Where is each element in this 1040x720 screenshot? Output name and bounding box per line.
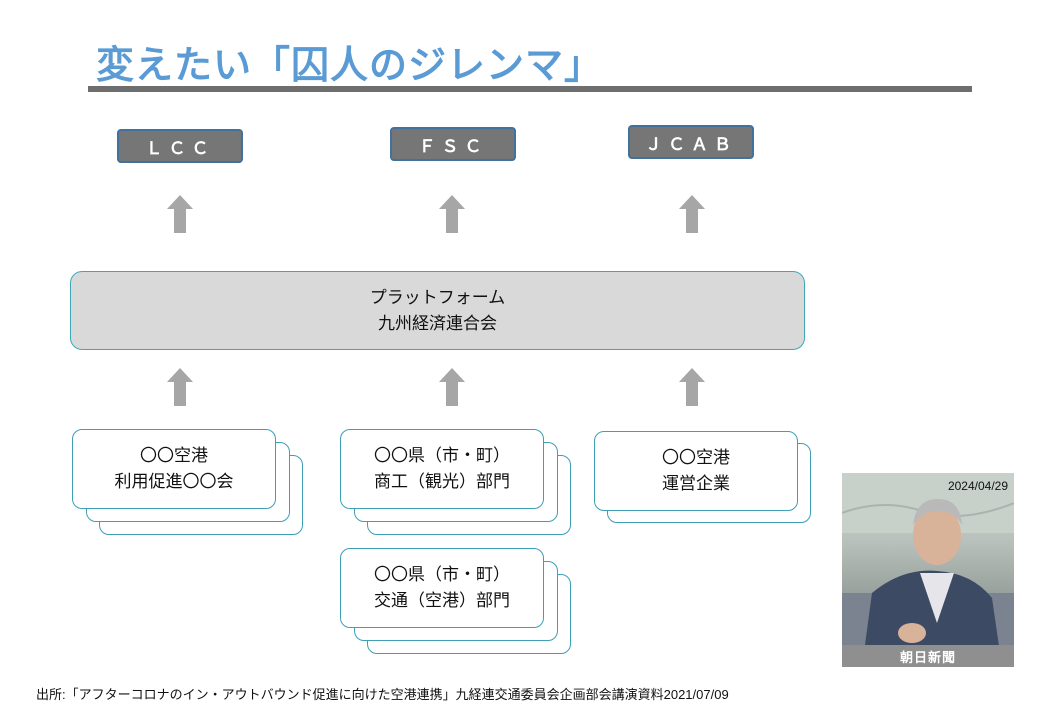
fsc-box: ＦＳＣ <box>390 127 516 161</box>
card-line2: 交通（空港）部門 <box>374 591 510 611</box>
platform-box: プラットフォーム 九州経済連合会 <box>70 271 805 350</box>
page-title: 変えたい「囚人のジレンマ」 <box>96 43 604 87</box>
card-line1: 〇〇県（市・町） <box>374 446 510 466</box>
jcab-box: ＪＣＡＢ <box>628 125 754 159</box>
fsc-label: ＦＳＣ <box>418 136 488 157</box>
photo-caption: 朝日新聞 <box>842 645 1014 667</box>
up-arrow-icon <box>439 368 465 406</box>
news-photo: 2024/04/29 朝日新聞 <box>842 473 1014 667</box>
card-line2: 利用促進〇〇会 <box>114 472 234 492</box>
airport-operator-card: 〇〇空港 運営企業 <box>594 431 798 511</box>
airport-promotion-card: 〇〇空港 利用促進〇〇会 <box>72 429 276 509</box>
up-arrow-icon <box>679 195 705 233</box>
person-illustration <box>842 473 1014 667</box>
up-arrow-icon <box>439 195 465 233</box>
card-line2: 商工（観光）部門 <box>374 472 510 492</box>
card-line1: 〇〇空港 <box>662 448 730 468</box>
commerce-tourism-card: 〇〇県（市・町） 商工（観光）部門 <box>340 429 544 509</box>
transport-airport-card: 〇〇県（市・町） 交通（空港）部門 <box>340 548 544 628</box>
card-line2: 運営企業 <box>662 474 730 494</box>
title-underline <box>88 86 972 92</box>
up-arrow-icon <box>167 368 193 406</box>
jcab-label: ＪＣＡＢ <box>645 134 737 155</box>
card-line1: 〇〇県（市・町） <box>374 565 510 585</box>
up-arrow-icon <box>679 368 705 406</box>
card-line1: 〇〇空港 <box>140 446 208 466</box>
up-arrow-icon <box>167 195 193 233</box>
platform-line1: プラットフォーム <box>369 287 506 308</box>
lcc-label: ＬＣＣ <box>145 138 215 159</box>
lcc-box: ＬＣＣ <box>117 129 243 163</box>
platform-line2: 九州経済連合会 <box>378 313 497 334</box>
source-citation: 出所:「アフターコロナのイン・アウトバウンド促進に向けた空港連携」九経連交通委員… <box>36 687 729 702</box>
photo-date: 2024/04/29 <box>947 479 1008 493</box>
